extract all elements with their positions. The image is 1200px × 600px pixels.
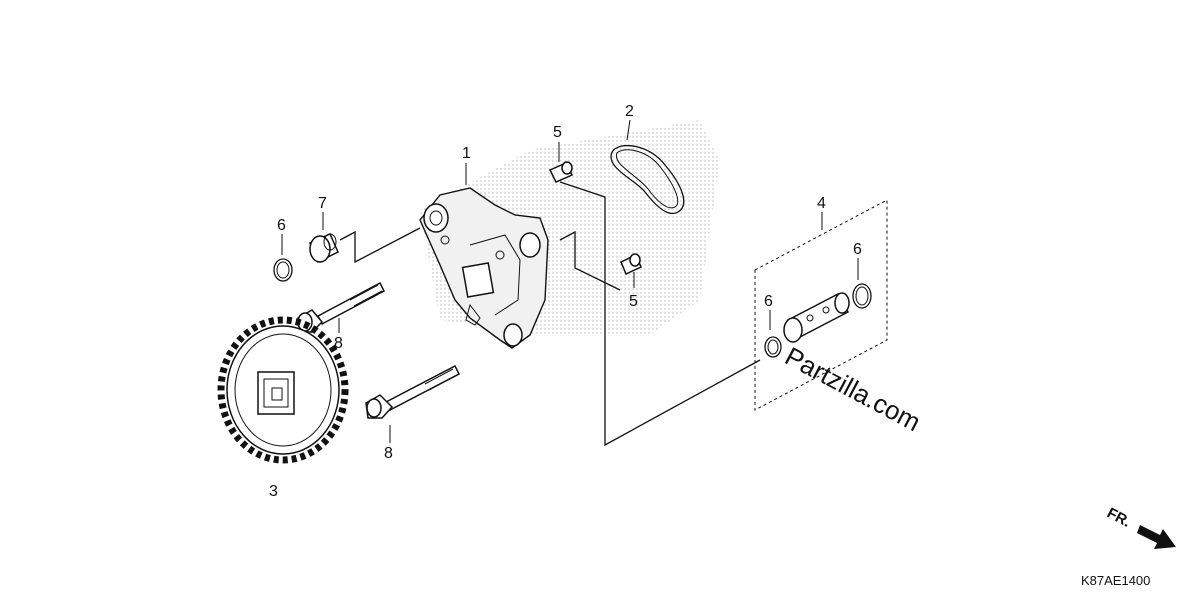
valve-assembly-part-4 (764, 283, 872, 358)
diagram-code: K87AE1400 (1081, 573, 1150, 588)
dowel-part-5-lower (620, 253, 642, 276)
bolt-part-8-lower (365, 364, 461, 419)
callout-8-lower: 8 (384, 445, 393, 462)
assembly-4-box (754, 199, 888, 411)
watermark-text: Partzilla.com (780, 341, 925, 437)
callout-5-lower: 5 (629, 293, 638, 310)
o-ring-part-6-left (273, 258, 293, 282)
dowel-part-5-upper (548, 161, 574, 183)
callout-labels: 1 2 3 4 5 5 6 6 6 7 8 8 (269, 103, 862, 500)
callout-6-right: 6 (853, 241, 862, 258)
fr-label: FR. (1104, 505, 1133, 531)
front-direction-indicator: FR. (1104, 505, 1176, 549)
callout-4: 4 (817, 195, 826, 212)
callout-3: 3 (269, 483, 278, 500)
callout-1: 1 (462, 145, 471, 162)
callout-5-upper: 5 (553, 124, 562, 141)
callout-2: 2 (625, 103, 634, 120)
gear-part-3 (217, 316, 349, 464)
callout-6-left: 6 (277, 217, 286, 234)
callout-6-middle: 6 (764, 293, 773, 310)
front-arrow-icon (1137, 525, 1176, 549)
collar-part-7 (309, 233, 339, 264)
callout-8-upper: 8 (334, 335, 343, 352)
callout-7: 7 (318, 195, 327, 212)
gasket-part-2 (610, 144, 685, 215)
bolt-part-8-upper (297, 281, 385, 333)
oil-pump-body-part-1 (419, 187, 549, 349)
leader-lines (281, 119, 859, 447)
